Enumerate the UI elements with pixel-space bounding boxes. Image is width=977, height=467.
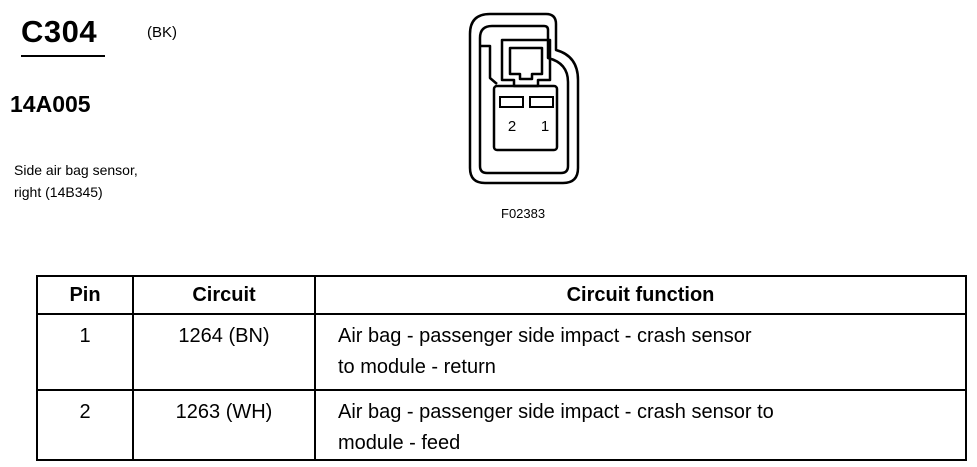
- terminal-cavity-body: [492, 84, 559, 152]
- connector-id-underline: [21, 55, 105, 57]
- pin-table: Pin Circuit Circuit function 1 1264 (BN)…: [36, 275, 967, 461]
- cell-circuit-function: Air bag - passenger side impact - crash …: [314, 313, 967, 391]
- cell-circuit-function: Air bag - passenger side impact - crash …: [314, 389, 967, 461]
- housing-outer-outline: [468, 12, 580, 185]
- table-header-row: Pin Circuit Circuit function: [36, 275, 967, 315]
- connector-color-code: (BK): [147, 24, 177, 41]
- header-pin: Pin: [36, 275, 134, 315]
- housing-inner-outline: [478, 24, 570, 175]
- header-circuit: Circuit: [132, 275, 316, 315]
- connector-description: Side air bag sensor, right (14B345): [14, 159, 214, 203]
- header-circuit-function: Circuit function: [314, 275, 967, 315]
- part-number: 14A005: [10, 91, 91, 117]
- connector-id: C304: [21, 14, 98, 49]
- function-line: to module - return: [338, 356, 496, 378]
- table-row: 1 1264 (BN) Air bag - passenger side imp…: [36, 313, 967, 391]
- cell-pin: 2: [36, 389, 134, 461]
- function-line: module - feed: [338, 432, 461, 454]
- terminal-slot-1: [529, 96, 554, 108]
- cell-circuit: 1264 (BN): [132, 313, 316, 391]
- latch-inner: [508, 46, 544, 81]
- description-line-1: Side air bag sensor,: [14, 162, 138, 178]
- terminal-slot-2: [499, 96, 524, 108]
- table-row: 2 1263 (WH) Air bag - passenger side imp…: [36, 389, 967, 461]
- cell-pin: 1: [36, 313, 134, 391]
- function-line: Air bag - passenger side impact - crash …: [338, 401, 774, 423]
- description-line-2: right (14B345): [14, 184, 103, 200]
- figure-code: F02383: [501, 206, 546, 221]
- function-line: Air bag - passenger side impact - crash …: [338, 325, 752, 347]
- pin-label-1: 1: [541, 118, 549, 135]
- pin-label-2: 2: [508, 118, 516, 135]
- latch-channel: [480, 44, 498, 85]
- cell-circuit: 1263 (WH): [132, 389, 316, 461]
